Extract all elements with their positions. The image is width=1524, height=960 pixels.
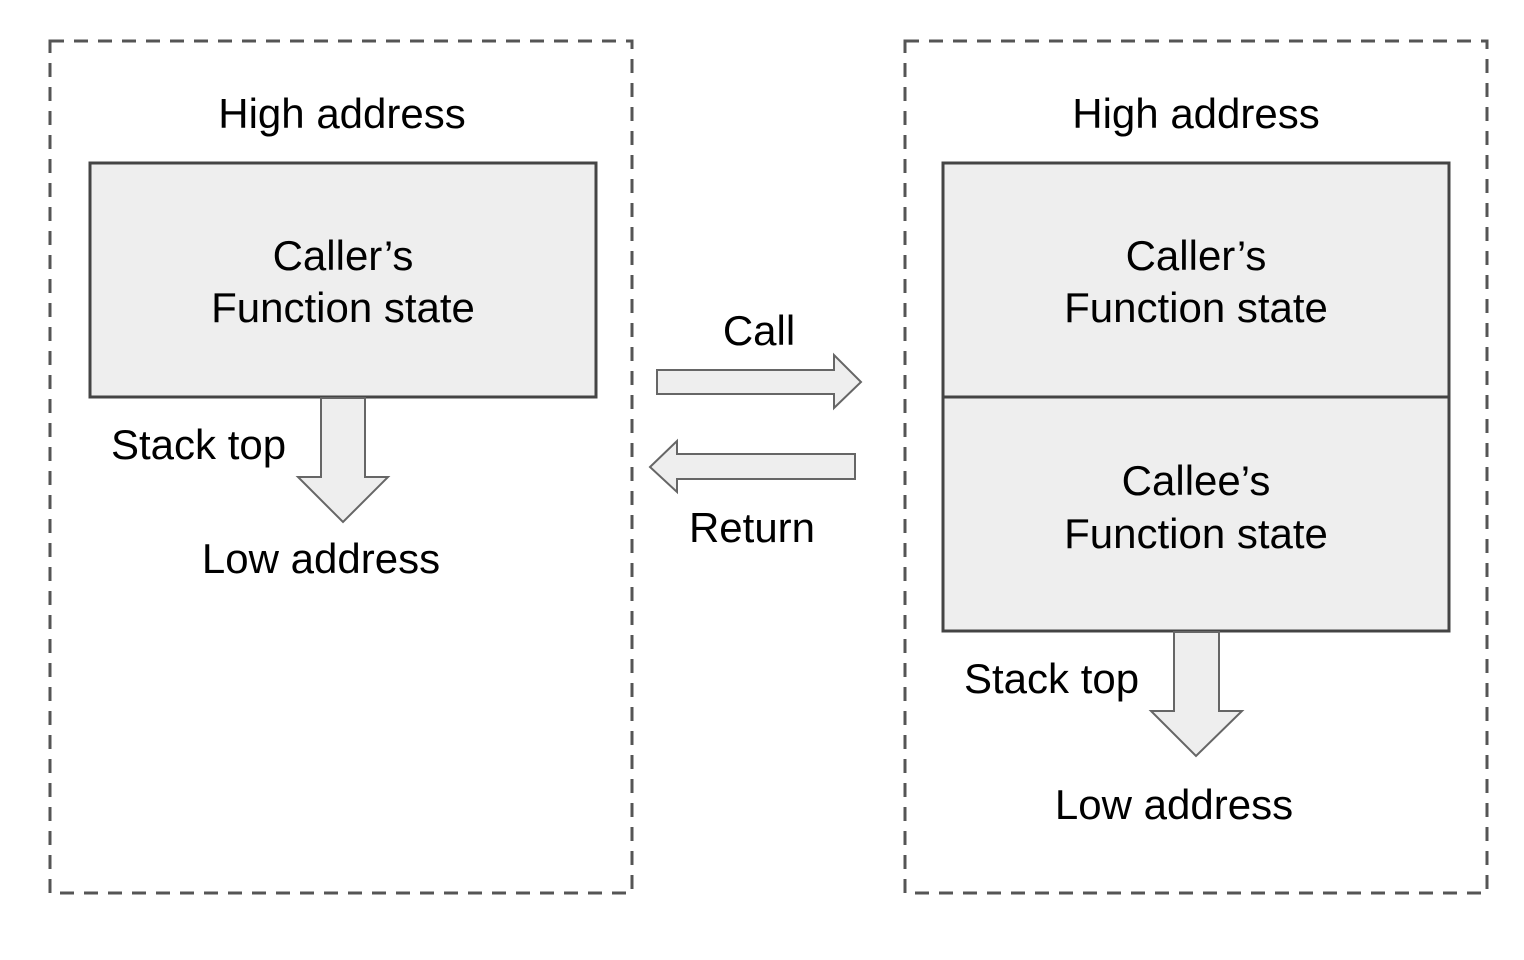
left-high-address-label: High address bbox=[218, 90, 466, 137]
left-panel-border bbox=[48, 39, 634, 895]
right-callee-line2: Function state bbox=[1064, 510, 1328, 557]
left-caller-line1: Caller’s bbox=[272, 232, 414, 279]
right-high-address-label: High address bbox=[1072, 90, 1320, 137]
left-low-address-label: Low address bbox=[201, 535, 441, 582]
right-callee-box bbox=[941, 395, 1451, 633]
right-low-address-label: Low address bbox=[1054, 781, 1294, 828]
right-caller-box bbox=[941, 161, 1451, 399]
right-panel-border bbox=[903, 39, 1489, 895]
return-label: Return bbox=[688, 504, 816, 551]
right-stack-top-arrow bbox=[1148, 631, 1245, 758]
call-arrow bbox=[656, 352, 863, 411]
right-stack-top-label: Stack top bbox=[964, 655, 1140, 702]
right-callee-line1: Callee’s bbox=[1121, 457, 1271, 504]
left-caller-box bbox=[88, 161, 598, 399]
call-label: Call bbox=[722, 307, 796, 354]
right-caller-line1: Caller’s bbox=[1125, 232, 1267, 279]
left-stack-top-arrow bbox=[295, 397, 391, 524]
right-caller-line2: Function state bbox=[1064, 284, 1328, 331]
left-stack-top-label: Stack top bbox=[111, 421, 287, 468]
return-arrow bbox=[648, 438, 856, 495]
left-caller-line2: Function state bbox=[211, 284, 475, 331]
